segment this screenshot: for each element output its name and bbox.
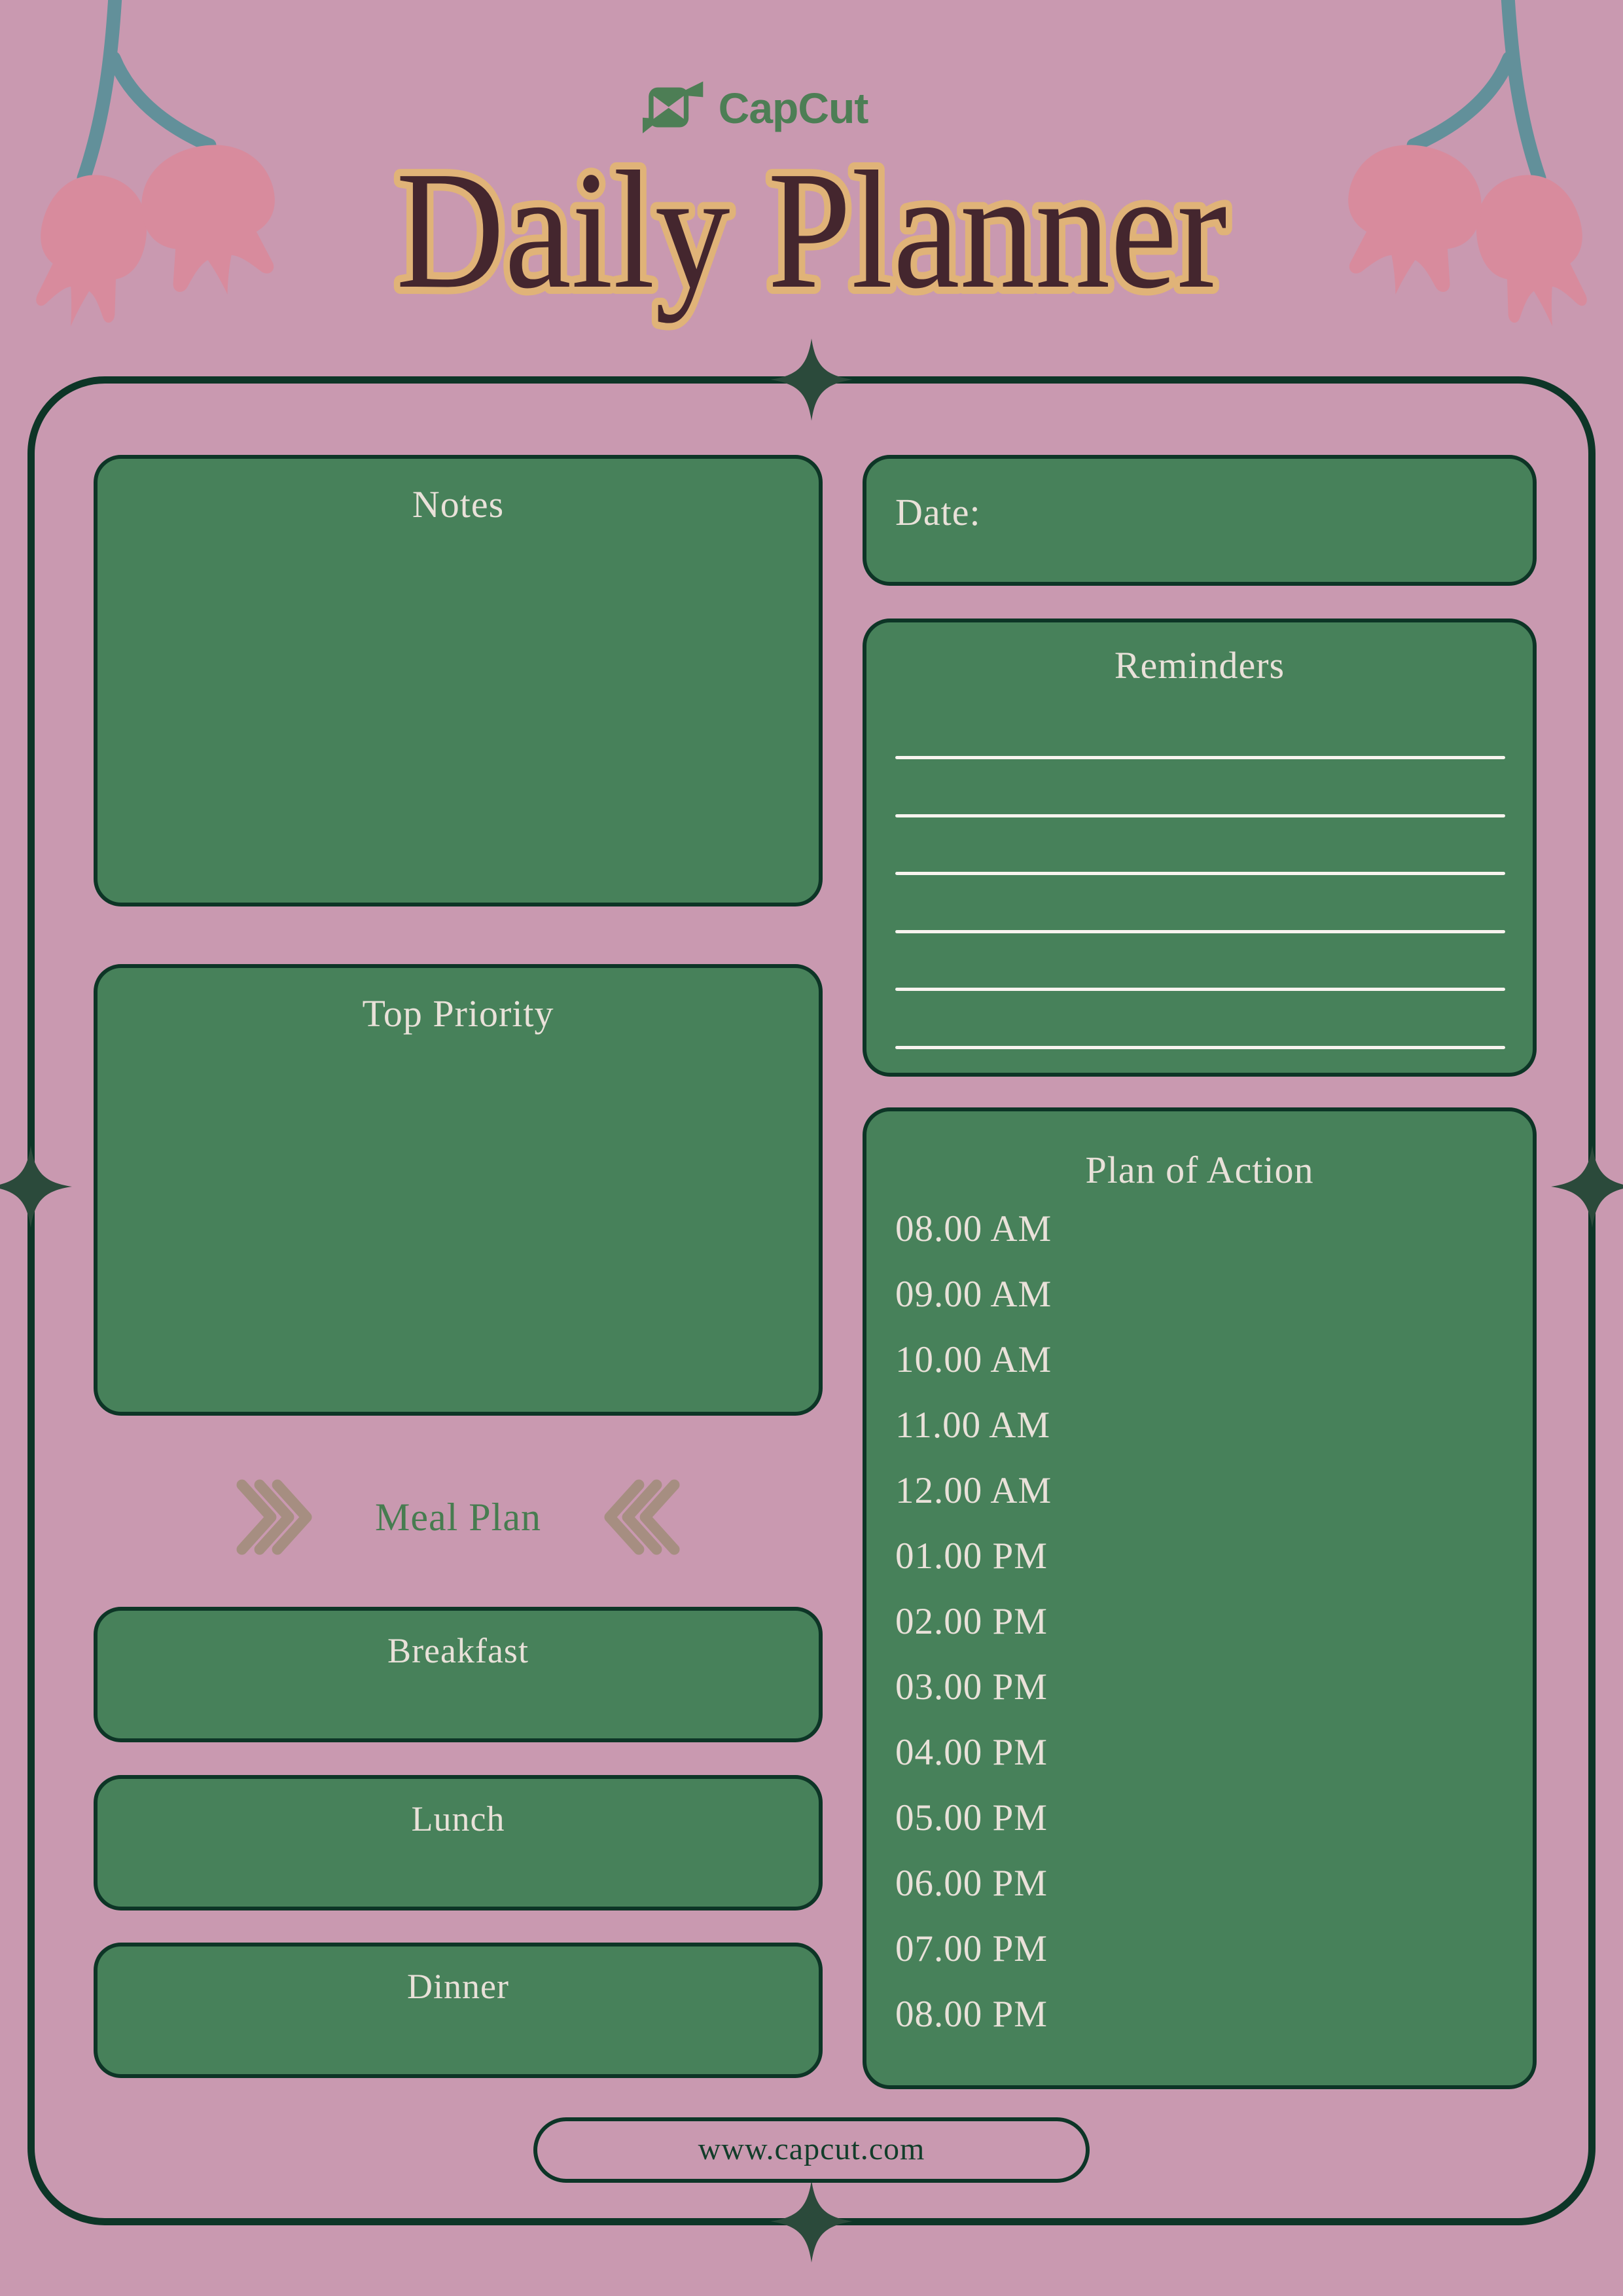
notes-heading: Notes — [412, 483, 505, 526]
meal-plan-header: Meal Plan — [94, 1471, 823, 1563]
plan-time-row[interactable]: 10.00 AM — [895, 1339, 1052, 1380]
plan-time-row[interactable]: 08.00 AM — [895, 1208, 1052, 1249]
website-url: www.capcut.com — [698, 2132, 925, 2166]
dinner-heading: Dinner — [407, 1967, 509, 2006]
top-priority-heading: Top Priority — [362, 992, 554, 1035]
plan-time-row[interactable]: 08.00 PM — [895, 1994, 1048, 2035]
sparkle-icon — [770, 2180, 853, 2263]
chevrons-right-icon — [236, 1479, 312, 1555]
reminders-heading: Reminders — [1114, 644, 1285, 687]
website-badge: www.capcut.com — [533, 2117, 1090, 2183]
breakfast-box[interactable]: Breakfast — [94, 1607, 823, 1742]
plan-time-row[interactable]: 03.00 PM — [895, 1666, 1048, 1708]
plan-of-action-box[interactable]: Plan of Action 08.00 AM 09.00 AM 10.00 A… — [863, 1107, 1537, 2089]
plan-time-row[interactable]: 04.00 PM — [895, 1732, 1048, 1773]
plan-time-row[interactable]: 07.00 PM — [895, 1928, 1048, 1969]
reminder-line[interactable] — [895, 1046, 1505, 1049]
chevrons-left-icon — [604, 1479, 680, 1555]
reminder-line[interactable] — [895, 930, 1505, 933]
plan-time-row[interactable]: 05.00 PM — [895, 1797, 1048, 1839]
lunch-heading: Lunch — [411, 1799, 505, 1839]
notes-box[interactable]: Notes — [94, 455, 823, 906]
plan-time-row[interactable]: 09.00 AM — [895, 1274, 1052, 1315]
breakfast-heading: Breakfast — [387, 1631, 529, 1670]
date-label: Date: — [895, 491, 981, 533]
plan-of-action-heading: Plan of Action — [1085, 1149, 1314, 1191]
sparkle-icon — [770, 338, 853, 421]
tulip-flowers-icon — [36, 0, 275, 327]
plan-time-row[interactable]: 02.00 PM — [895, 1601, 1048, 1642]
date-field[interactable]: Date: — [863, 455, 1537, 586]
brand-name: CapCut — [718, 84, 869, 132]
capcut-icon — [642, 81, 703, 134]
plan-time-row[interactable]: 06.00 PM — [895, 1863, 1048, 1904]
top-priority-box[interactable]: Top Priority — [94, 964, 823, 1416]
reminders-box[interactable]: Reminders — [863, 619, 1537, 1077]
meal-plan-heading: Meal Plan — [375, 1495, 541, 1539]
sparkle-icon — [0, 1145, 72, 1228]
plan-time-row[interactable]: 01.00 PM — [895, 1535, 1048, 1577]
reminder-line[interactable] — [895, 988, 1505, 991]
lunch-box[interactable]: Lunch — [94, 1775, 823, 1910]
plan-time-row[interactable]: 12.00 AM — [895, 1470, 1052, 1511]
tulip-flowers-icon — [1348, 0, 1587, 327]
sparkle-icon — [1551, 1145, 1623, 1228]
plan-times-list: 08.00 AM 09.00 AM 10.00 AM 11.00 AM 12.0… — [895, 1196, 1520, 2047]
reminder-line[interactable] — [895, 872, 1505, 875]
reminder-line[interactable] — [895, 756, 1505, 759]
reminder-line[interactable] — [895, 814, 1505, 817]
page-title-text: Daily Planner — [396, 136, 1227, 323]
dinner-box[interactable]: Dinner — [94, 1943, 823, 2078]
brand-logo: CapCut — [0, 80, 1567, 136]
plan-time-row[interactable]: 11.00 AM — [895, 1405, 1051, 1446]
